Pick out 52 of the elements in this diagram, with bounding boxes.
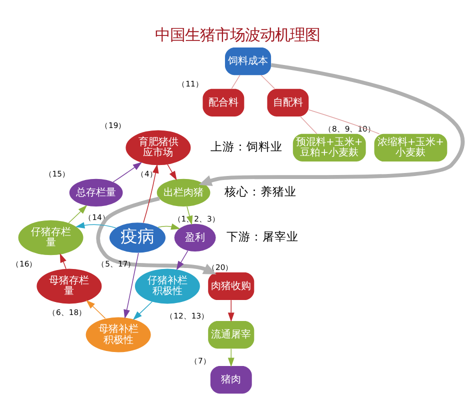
node-label: （15） [44, 170, 70, 179]
node-label: （7） [189, 356, 210, 366]
arrow [112, 162, 142, 182]
node-ellipse: 仔猪补栏积极性 [134, 268, 200, 304]
arrow [198, 63, 464, 186]
node-box: 猪肉 [210, 366, 252, 394]
arrow [142, 164, 158, 224]
label: 核心：养猪业 [224, 184, 296, 198]
arrow [176, 250, 188, 270]
node-ellipse: 总存栏量 [68, 178, 122, 206]
node-ellipse: 母猪存栏量 [36, 268, 102, 304]
node-ellipse: 母猪补栏积极性 [85, 317, 150, 352]
node-label: （1、2、3） [172, 214, 220, 224]
label: 下游：屠宰业 [226, 229, 298, 244]
connector [308, 109, 380, 134]
node-label: （8、9、10） [323, 124, 375, 134]
node-ellipse: 盈利 [174, 224, 216, 252]
node-ellipse: 出栏肉猪 [156, 178, 210, 206]
node-box: 浓缩料+玉米+小麦麸 [374, 134, 447, 162]
connector [260, 74, 275, 90]
arrow [74, 222, 116, 228]
node-box: 自配料 [266, 88, 308, 116]
node-box: 肉猪收购 [208, 272, 254, 300]
arrow [68, 204, 87, 224]
arrow [123, 252, 138, 319]
node-label: （5、17） [96, 260, 136, 269]
label: 上游：饲料业 [210, 139, 282, 154]
arrow [166, 164, 176, 180]
node-ellipse: 育肥猪供应市场 [125, 130, 190, 166]
node-box: 预混料+玉米+豆粕+小麦麸 [292, 134, 366, 162]
arrow [186, 206, 192, 225]
node-label: （19） [100, 121, 126, 130]
arrow [227, 348, 234, 367]
node-label: （20） [207, 263, 233, 272]
node-label: （11） [177, 80, 203, 89]
node-box: 饲料成本 [224, 47, 271, 76]
arrow [86, 300, 106, 319]
arrow [59, 253, 66, 270]
arrow [132, 301, 152, 320]
diagram-title: 中国生猪市场波动机理图 [154, 26, 320, 44]
connector [300, 116, 317, 134]
node-label: （16） [10, 260, 37, 269]
node-ellipse: 疫病 [108, 222, 166, 253]
node-label: （6、18） [48, 308, 86, 318]
arrow [157, 224, 180, 230]
node-ellipse: 仔猪存栏量 [18, 220, 83, 256]
arrow [227, 300, 234, 322]
connector [230, 74, 240, 90]
node-label: （12、13） [165, 312, 209, 321]
node-box: 流通屠宰 [208, 320, 254, 349]
node-label: （4） [136, 170, 157, 179]
node-box: 配合料 [202, 88, 244, 116]
